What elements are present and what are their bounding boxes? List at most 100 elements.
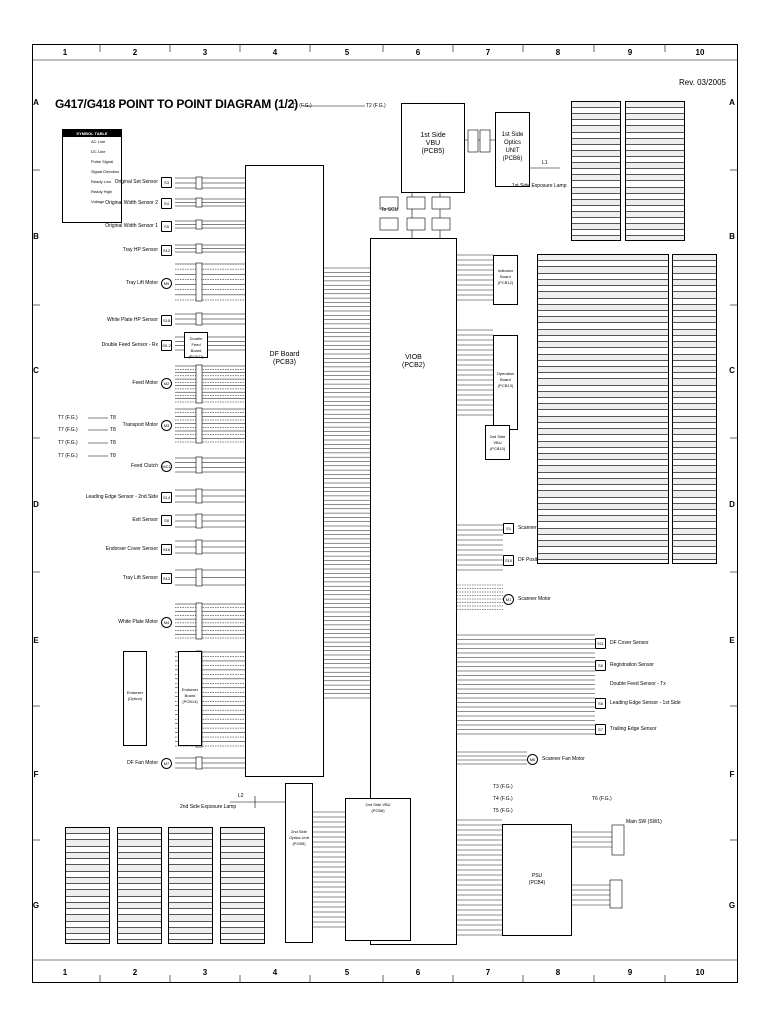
optics-1st-label: 1st Side Optics UNIT (PCB6) bbox=[501, 132, 524, 162]
column-number-bottom-4: 4 bbox=[272, 968, 278, 977]
connector-table-row bbox=[572, 206, 620, 212]
viob-board-label: VIOB (PCB2) bbox=[402, 354, 425, 369]
left-component-symbol: M7 bbox=[161, 758, 172, 769]
column-number-7: 7 bbox=[485, 48, 491, 57]
row-letter-F: F bbox=[33, 770, 39, 779]
connector-table-row bbox=[66, 877, 109, 885]
connector-table-row bbox=[673, 311, 716, 318]
connector-table-row bbox=[538, 329, 668, 336]
connector-table-row bbox=[66, 909, 109, 916]
left-component-label: Original Width Sensor 2 bbox=[105, 200, 158, 206]
left-component-symbol: S16 bbox=[161, 544, 172, 555]
right-component-symbol: M1 bbox=[503, 594, 514, 605]
connector-table-row bbox=[572, 102, 620, 109]
connector-table-row bbox=[626, 194, 684, 200]
column-number-4: 4 bbox=[272, 48, 278, 57]
column-number-6: 6 bbox=[415, 48, 421, 57]
row-letter-G: G bbox=[32, 901, 40, 910]
optics-2nd-board: 2nd Side Optics Unit (PCB9) bbox=[285, 783, 313, 943]
left-component-label: Tray Lift Sensor bbox=[122, 575, 158, 581]
connector-table-row bbox=[572, 169, 620, 176]
df-board-label: DF Board (PCB3) bbox=[269, 351, 300, 366]
main-sw-label: Main SW (SW1) bbox=[626, 819, 662, 825]
connector-table-row bbox=[673, 485, 716, 492]
symbol-row: AC Line bbox=[91, 139, 106, 144]
connector bbox=[195, 602, 203, 640]
indicator-board-label: Indicator Board (PCB12) bbox=[497, 268, 514, 285]
connector-table-row bbox=[673, 386, 716, 392]
connector-table-row bbox=[538, 485, 668, 492]
connector-table-row bbox=[673, 522, 716, 529]
connector-table-row bbox=[221, 840, 264, 847]
connector-table-row bbox=[221, 927, 264, 934]
left-component-symbol: S9-2 bbox=[161, 340, 172, 351]
connector-table-row bbox=[626, 145, 684, 151]
connector-table-row bbox=[538, 503, 668, 510]
connector-table-row bbox=[673, 292, 716, 299]
connector-table-row bbox=[118, 834, 161, 841]
to-scu-label: To SCU bbox=[381, 207, 399, 213]
connector-table-row bbox=[673, 398, 716, 405]
connector-table-row bbox=[673, 547, 716, 554]
connector-table-row bbox=[673, 535, 716, 542]
right-component-label: Trailing Edge Sensor bbox=[610, 726, 657, 732]
double-feed-board: Double Feed Board (PCB11) bbox=[184, 332, 208, 359]
connector-table-row bbox=[673, 299, 716, 305]
symbol-row: Signal Direction bbox=[91, 169, 120, 174]
connector-table-row bbox=[626, 157, 684, 164]
connector-table-row bbox=[626, 181, 684, 188]
connector-table-row bbox=[626, 175, 684, 182]
l2-label: L2 bbox=[238, 793, 244, 799]
connector-table-row bbox=[118, 902, 161, 910]
connector-table-row bbox=[118, 852, 161, 860]
connector-table-row bbox=[626, 224, 684, 231]
connector-table-row bbox=[538, 311, 668, 318]
t1-label: T1 (F.G.) bbox=[292, 103, 312, 109]
t7-terminal-label: T7 (F.G.) bbox=[58, 415, 78, 421]
connector-table-row bbox=[572, 194, 620, 200]
connector-table-row bbox=[538, 391, 668, 399]
connector-table-row bbox=[673, 510, 716, 517]
connector-table-row bbox=[538, 478, 668, 486]
connector-table-row bbox=[169, 840, 212, 847]
endorser-option-label: Endorser (Option) bbox=[126, 690, 144, 701]
left-component-label: Transport Motor bbox=[122, 422, 158, 428]
connector-table-row bbox=[66, 834, 109, 841]
connector-table-row bbox=[221, 852, 264, 860]
symbol-table-header: SYMBOL TABLE bbox=[63, 130, 121, 137]
connector-table-row bbox=[673, 423, 716, 430]
connector-table-row bbox=[169, 897, 212, 903]
t6-label: T6 (F.G.) bbox=[592, 796, 612, 802]
connector bbox=[195, 243, 203, 254]
connector bbox=[379, 196, 399, 210]
right-component-label: Scanner Fan Motor bbox=[542, 756, 585, 762]
connector-table-row bbox=[538, 286, 668, 293]
left-component-symbol: M2 bbox=[161, 378, 172, 389]
right-component-label: DF Cover Sensor bbox=[610, 640, 649, 646]
indicator-board: Indicator Board (PCB12) bbox=[493, 255, 518, 305]
connector-table-row bbox=[572, 181, 620, 188]
connector-table-row bbox=[118, 828, 161, 835]
connector-table-row bbox=[673, 348, 716, 355]
left-component-label: Double Feed Sensor - Rx bbox=[101, 342, 158, 348]
connector bbox=[379, 217, 399, 231]
connector-table-row bbox=[221, 865, 264, 872]
left-component-label: Endorser Cover Sensor bbox=[105, 546, 158, 552]
connector-table-row bbox=[673, 373, 716, 380]
symbol-row: Ready High bbox=[91, 189, 112, 194]
left-component-symbol: S13 bbox=[161, 573, 172, 584]
connector-table-row bbox=[169, 940, 212, 943]
connector-table-row bbox=[169, 909, 212, 916]
connector-table-row bbox=[626, 218, 684, 225]
connector-table-row bbox=[169, 890, 212, 897]
vbu-2nd-label: 2nd Side VBU (PCB8) bbox=[365, 802, 391, 813]
connector-table-row bbox=[538, 423, 668, 430]
connector-table-row bbox=[169, 872, 212, 878]
connector-table-row bbox=[673, 361, 716, 367]
row-letter-C: C bbox=[33, 366, 39, 375]
connector-table-row bbox=[169, 834, 212, 841]
symbol-row: DC Line bbox=[91, 149, 106, 154]
connector-table-row bbox=[66, 897, 109, 903]
psu-board: PSU (PCB4) bbox=[502, 824, 572, 936]
connector-table-row bbox=[572, 224, 620, 231]
